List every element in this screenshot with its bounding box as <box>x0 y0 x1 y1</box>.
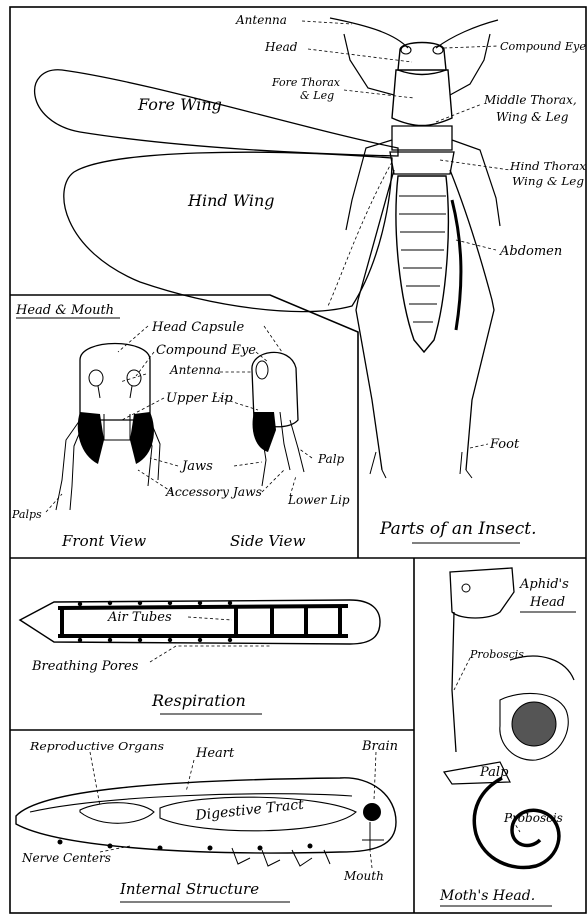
head-mouth-panel: Head & Mouth <box>11 303 350 550</box>
respiration-panel: Air Tubes Breathing Pores Respiration <box>20 600 380 714</box>
proboscis-label-moth: Proboscis <box>503 811 563 825</box>
front-view-caption: Front View <box>61 532 146 550</box>
internal-structure-panel: Reproductive Organs Heart Brain Digestiv… <box>16 739 398 902</box>
moth-head-caption: Moth's Head. <box>439 888 535 904</box>
brain-label: Brain <box>361 739 398 754</box>
fore-thorax-label-line-2: & Leg <box>300 89 334 102</box>
palps-label: Palps <box>11 508 42 521</box>
compound-eye-label-small: Compound Eye <box>156 343 256 358</box>
respiration-caption: Respiration <box>151 691 246 710</box>
accessory-jaws-label: Accessory Jaws <box>165 485 262 499</box>
palp-label-moth: Palp <box>479 765 509 780</box>
aphid-head-label-line-2: Head <box>529 595 565 610</box>
lower-lip-label: Lower Lip <box>287 493 350 507</box>
front-view-head <box>56 344 160 511</box>
hind-wing-label: Hind Wing <box>187 191 275 210</box>
hind-thorax-label-line-1: Hind Thorax <box>509 160 587 173</box>
nerve-centers-label: Nerve Centers <box>21 851 111 865</box>
proboscis-label-aphid: Proboscis <box>469 648 524 661</box>
abdomen-label: Abdomen <box>499 244 562 259</box>
antenna-label: Antenna <box>235 13 287 27</box>
middle-thorax-label-line-2: Wing & Leg <box>496 110 569 124</box>
palp-label: Palp <box>317 452 345 466</box>
internal-structure-caption: Internal Structure <box>119 880 259 898</box>
mouth-label: Mouth <box>343 869 384 883</box>
reproductive-organs-label: Reproductive Organs <box>29 740 165 753</box>
middle-thorax-label-line-1: Middle Thorax, <box>483 93 577 107</box>
digestive-tract-label: Digestive Tract <box>194 797 305 824</box>
foot-label: Foot <box>489 437 520 452</box>
head-label: Head <box>264 40 298 54</box>
jaws-label: Jaws <box>179 459 213 474</box>
hind-thorax-label-line-2: Wing & Leg <box>512 175 584 188</box>
side-view-caption: Side View <box>230 532 306 550</box>
breathing-pores-label: Breathing Pores <box>31 659 139 674</box>
insect-caption: Parts of an Insect. <box>379 519 537 539</box>
antenna-label-small: Antenna <box>169 363 221 377</box>
aphid-head-label-line-1: Aphid's <box>519 577 569 592</box>
upper-lip-label: Upper Lip <box>166 391 233 406</box>
grasshopper-drawing <box>35 18 500 478</box>
compound-eye-label: Compound Eye <box>500 39 586 53</box>
side-view-head <box>252 352 304 486</box>
head-mouth-title: Head & Mouth <box>15 303 114 318</box>
head-capsule-label: Head Capsule <box>151 320 244 335</box>
air-tubes-label: Air Tubes <box>107 610 172 625</box>
fore-wing-label: Fore Wing <box>137 95 222 114</box>
fore-thorax-label-line-1: Fore Thorax <box>271 76 341 89</box>
moth-head-panel: Aphid's Head Proboscis Palp Proboscis Mo… <box>439 568 576 906</box>
heart-label: Heart <box>195 746 235 761</box>
